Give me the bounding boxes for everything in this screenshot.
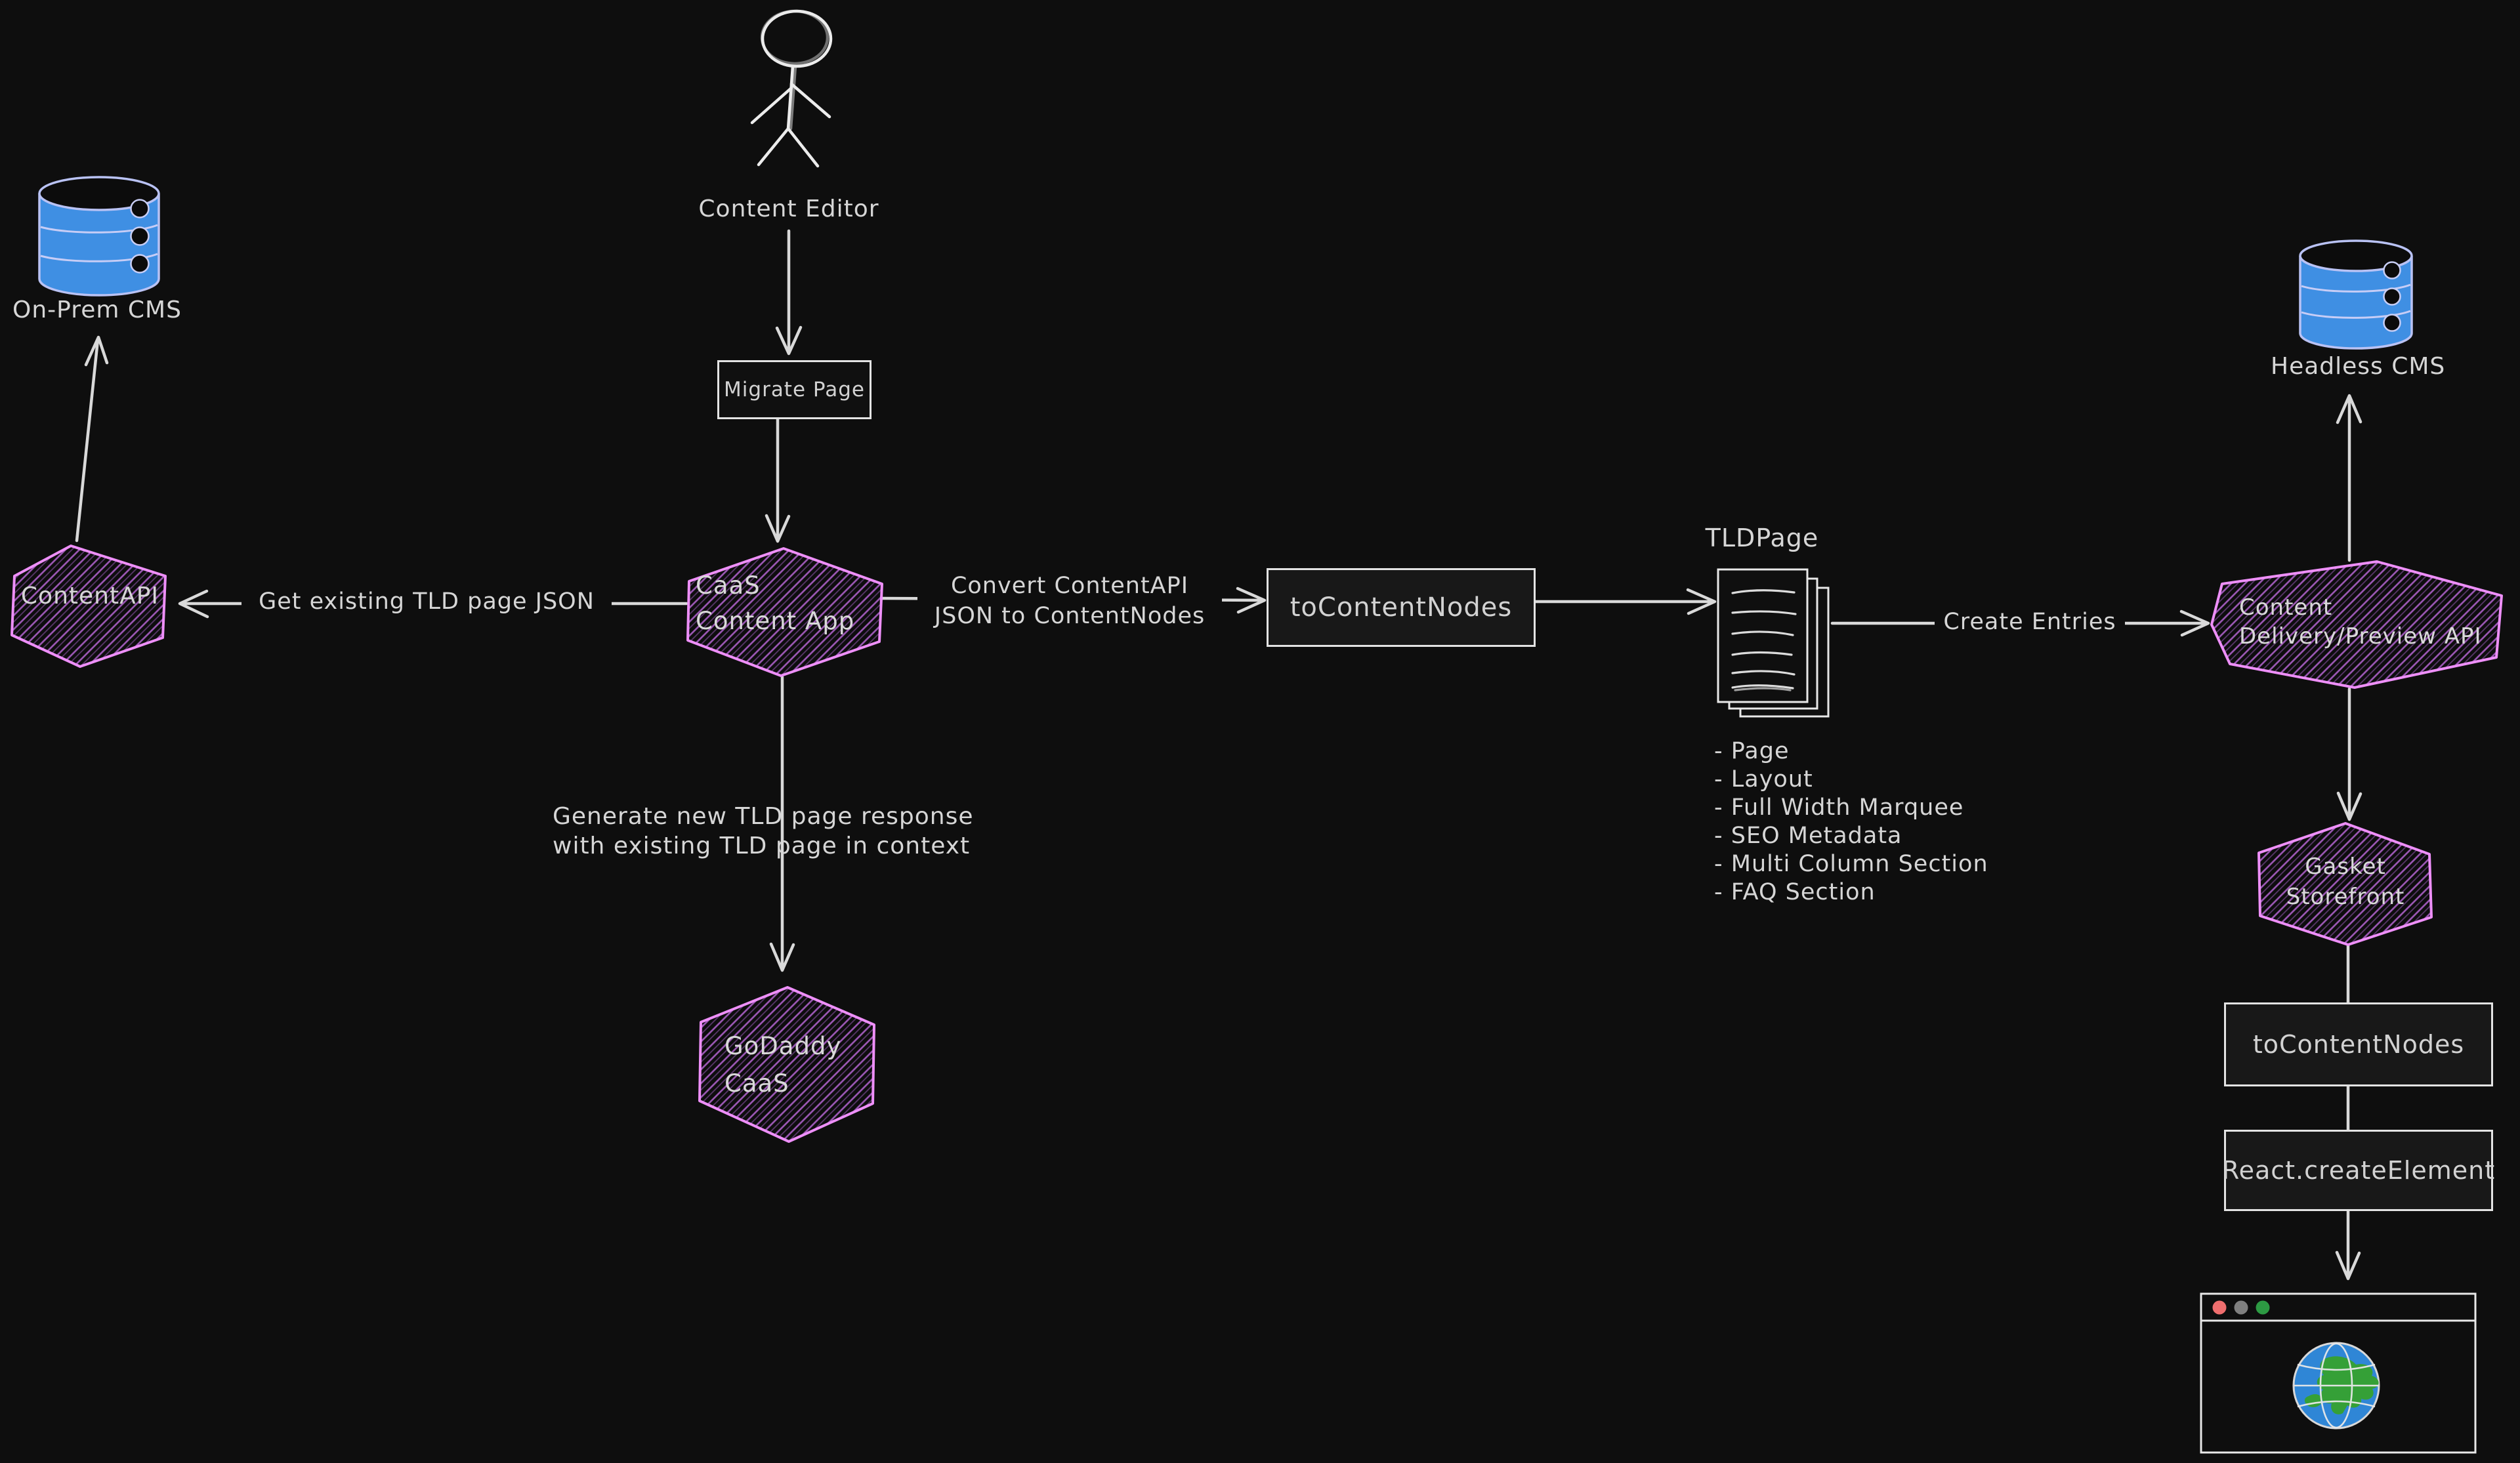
arrow-cdapi-to-gasket — [2336, 687, 2362, 821]
headless-cms-database-icon — [2299, 239, 2413, 350]
arrow-react-to-browser — [2335, 1206, 2361, 1281]
tld-page-title: TLDPage — [1705, 524, 1819, 552]
content-delivery-api-label: Content Delivery/Preview API — [2239, 594, 2482, 649]
gasket-storefront-label: Gasket Storefront — [2286, 854, 2405, 910]
caas-content-app-label: CaaS Content App — [696, 571, 855, 635]
react-create-element-box: React.createElement — [2221, 1130, 2496, 1211]
arrow-actor-to-migrate — [775, 229, 803, 356]
godaddy-caas-label: GoDaddy CaaS — [724, 1032, 842, 1098]
list-item: - Layout — [1714, 766, 1813, 793]
migrate-page-label: Migrate Page — [724, 378, 865, 402]
list-item: - FAQ Section — [1714, 879, 1876, 905]
list-item: - Page — [1714, 738, 1790, 764]
gasket-storefront-hexagon — [2258, 822, 2433, 946]
content-api-label: ContentAPI — [20, 583, 159, 609]
godaddy-caas-hexagon — [698, 986, 875, 1143]
connector-arrows — [75, 229, 2362, 1281]
on-prem-cms-label: On-Prem CMS — [12, 297, 182, 323]
browser-window-icon — [2200, 1292, 2477, 1454]
arrow-migrate-to-caas — [765, 415, 791, 543]
browser-dot-red — [2212, 1300, 2227, 1315]
content-delivery-api-hexagon — [2210, 560, 2503, 689]
to-content-nodes-left-box: toContentNodes — [1267, 568, 1536, 647]
list-item: - SEO Metadata — [1714, 823, 1902, 849]
arrow-contentapi-to-onprem — [75, 335, 109, 543]
to-content-nodes-left-label: toContentNodes — [1290, 592, 1513, 623]
arrow-caas-to-godaddy — [769, 675, 795, 972]
on-prem-cms-database-icon — [38, 176, 160, 297]
react-create-element-label: React.createElement — [2221, 1156, 2496, 1185]
arrow-tocontentnodes-to-tldpage — [1531, 588, 1717, 615]
arrow-cdapi-to-headless — [2336, 394, 2362, 562]
headless-cms-label: Headless CMS — [2271, 353, 2446, 380]
stick-figure-icon — [750, 9, 833, 168]
list-item: - Full Width Marquee — [1714, 794, 1964, 821]
to-content-nodes-right-box: toContentNodes — [2224, 1002, 2493, 1086]
caas-content-app-hexagon — [686, 547, 883, 677]
to-content-nodes-right-label: toContentNodes — [2252, 1030, 2465, 1059]
globe-icon — [2292, 1342, 2380, 1430]
convert-edge-label: Convert ContentAPI JSON to ContentNodes — [917, 571, 1222, 631]
content-api-hexagon — [10, 545, 167, 668]
content-editor-label: Content Editor — [698, 196, 879, 222]
hexagon-nodes — [10, 545, 2503, 1143]
generate-edge-label: Generate new TLD page response with exis… — [553, 803, 974, 859]
create-entries-edge-label: Create Entries — [1935, 609, 2125, 635]
migrate-page-box: Migrate Page — [717, 360, 872, 419]
get-existing-tld-edge-label: Get existing TLD page JSON — [242, 588, 612, 615]
tld-page-component-list: - Page - Layout - Full Width Marquee - S… — [1714, 737, 1988, 907]
document-stack-icon — [1717, 568, 1830, 718]
browser-dot-green — [2256, 1300, 2270, 1315]
list-item: - Multi Column Section — [1714, 851, 1988, 877]
browser-dot-gray — [2234, 1300, 2248, 1315]
